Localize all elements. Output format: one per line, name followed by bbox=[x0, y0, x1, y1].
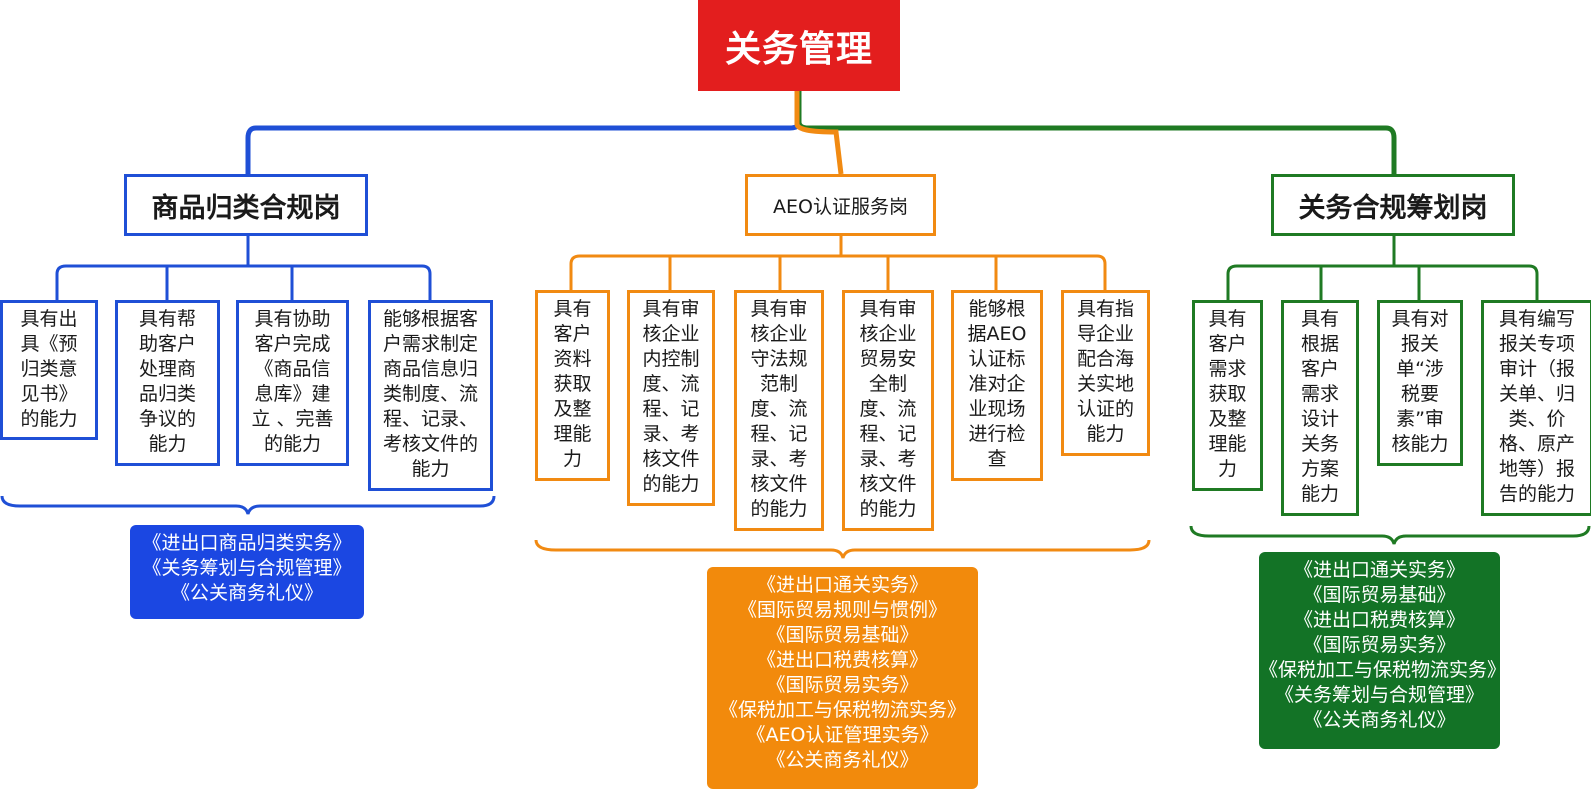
connector-root-orange bbox=[794, 91, 844, 175]
course-item: 《公关商务礼仪》 bbox=[170, 582, 323, 604]
skill-box: 具有出 具《预 归类意 见书》 的能力 bbox=[0, 300, 98, 440]
dept-aeo-certification: AEO认证服务岗 bbox=[745, 174, 936, 236]
skill-box: 具有指 导企业 配合海 关实地 认证的 能力 bbox=[1061, 290, 1150, 456]
course-list-blue: 《进出口商品归类实务》 《关务筹划与合规管理》 《公关商务礼仪》 bbox=[130, 525, 364, 619]
course-item: 《保税加工与保税物流实务》 bbox=[718, 699, 966, 721]
skill-box: 具有 客户 资料 获取 及整 理能 力 bbox=[535, 290, 610, 481]
connector-orange-skills bbox=[569, 236, 1107, 290]
course-item: 《国际贸易实务》 bbox=[1303, 634, 1456, 656]
course-item: 《进出口商品归类实务》 bbox=[142, 532, 352, 554]
root-title: 关务管理 bbox=[698, 0, 900, 91]
course-item: 《进出口通关实务》 bbox=[756, 574, 928, 596]
course-item: 《国际贸易基础》 bbox=[1303, 584, 1456, 606]
course-item: 《国际贸易规则与惯例》 bbox=[737, 599, 947, 621]
skill-box: 具有对 报关 单“涉 税要 素”审 核能力 bbox=[1377, 300, 1463, 466]
skill-box: 具有编写 报关专项 审计（报 关单、归 类、价 格、原产 地等）报 告的能力 bbox=[1481, 300, 1591, 516]
skill-box: 具有审 核企业 贸易安 全制 度、流 程、记 录、考 核文件 的能力 bbox=[842, 290, 934, 531]
brace-blue bbox=[0, 495, 496, 515]
course-item: 《关务筹划与合规管理》 bbox=[142, 557, 352, 579]
skill-box: 具有 客户 需求 获取 及整 理能 力 bbox=[1192, 300, 1263, 491]
skill-box: 具有帮 助客户 处理商 品归类 争议的 能力 bbox=[115, 300, 220, 466]
course-item: 《AEO认证管理实务》 bbox=[746, 724, 939, 746]
course-item: 《国际贸易实务》 bbox=[766, 674, 919, 696]
course-item: 《保税加工与保税物流实务》 bbox=[1259, 659, 1507, 681]
dept-customs-planning: 关务合规筹划岗 bbox=[1271, 174, 1515, 236]
course-item: 《进出口通关实务》 bbox=[1293, 559, 1465, 581]
skill-box: 能够根 据AEO 认证标 准对企 业现场 进行检 查 bbox=[951, 290, 1043, 481]
course-item: 《关务筹划与合规管理》 bbox=[1274, 684, 1484, 706]
course-item: 《进出口税费核算》 bbox=[756, 649, 928, 671]
skill-box: 具有 根据 客户 需求 设计 关务 方案 能力 bbox=[1281, 300, 1359, 516]
skill-box: 具有协助 客户完成 《商品信 息库》建 立 、完善 的能力 bbox=[236, 300, 349, 466]
dept-commodity-classification: 商品归类合规岗 bbox=[124, 174, 368, 236]
course-list-orange: 《进出口通关实务》 《国际贸易规则与惯例》 《国际贸易基础》 《进出口税费核算》… bbox=[707, 567, 978, 789]
course-item: 《国际贸易基础》 bbox=[766, 624, 919, 646]
course-list-green: 《进出口通关实务》 《国际贸易基础》 《进出口税费核算》 《国际贸易实务》 《保… bbox=[1259, 552, 1507, 749]
course-item: 《公关商务礼仪》 bbox=[766, 749, 919, 771]
brace-green bbox=[1189, 525, 1591, 545]
skill-box: 具有审 核企业 内控制 度、流 程、记 录、考 核文件 的能力 bbox=[627, 290, 715, 506]
brace-orange bbox=[534, 539, 1151, 559]
connector-root-green bbox=[796, 91, 1397, 174]
connector-green-skills bbox=[1226, 236, 1539, 300]
course-item: 《进出口税费核算》 bbox=[1293, 609, 1465, 631]
skill-box: 能够根据客 户需求制定 商品信息归 类制度、流 程、记录、 考核文件的 能力 bbox=[368, 300, 493, 491]
connector-blue-skills bbox=[55, 236, 432, 300]
connector-root-blue bbox=[245, 91, 802, 174]
skill-box: 具有审 核企业 守法规 范制 度、流 程、记 录、考 核文件 的能力 bbox=[734, 290, 824, 531]
course-item: 《公关商务礼仪》 bbox=[1303, 709, 1456, 731]
